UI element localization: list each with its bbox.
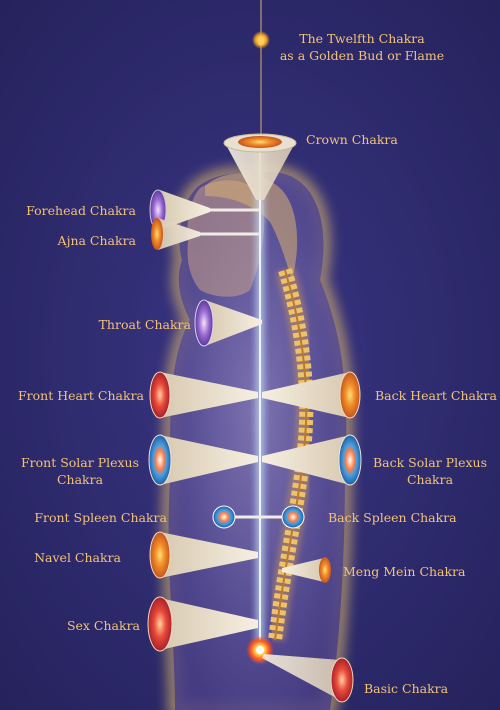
sex-chakra-label: Sex Chakra xyxy=(66,618,140,633)
front-heart-chakra-label: Front Heart Chakra xyxy=(17,388,144,403)
back-solar-plexus-label-line1: Back Solar Plexus xyxy=(373,455,487,470)
front-spleen-chakra-label: Front Spleen Chakra xyxy=(34,510,167,525)
meng-mein-chakra-label: Meng Mein Chakra xyxy=(343,564,466,579)
crown-chakra-icon xyxy=(223,133,297,200)
throat-chakra-icon xyxy=(194,299,262,347)
back-solar-plexus-label-line2: Chakra xyxy=(406,472,454,487)
back-spleen-chakra-label: Back Spleen Chakra xyxy=(328,510,457,525)
hair xyxy=(205,173,298,280)
twelfth-chakra-label-line1: The Twelfth Chakra xyxy=(299,31,425,46)
front-solar-plexus-label-line2: Chakra xyxy=(56,472,104,487)
crown-chakra-label: Crown Chakra xyxy=(306,132,398,147)
twelfth-chakra-label-line2: as a Golden Bud or Flame xyxy=(279,48,445,63)
front-solar-plexus-chakra-icon xyxy=(148,434,258,486)
back-solar-plexus-chakra-label: Back Solar Plexus Chakra xyxy=(362,454,498,488)
front-spleen-chakra-icon xyxy=(212,505,260,529)
golden-bud xyxy=(258,36,264,46)
navel-chakra-label: Navel Chakra xyxy=(34,550,121,565)
basic-chakra-icon xyxy=(246,636,354,703)
back-solar-plexus-chakra-icon xyxy=(262,434,362,486)
back-heart-chakra-icon xyxy=(262,371,361,419)
front-solar-plexus-chakra-label: Front Solar Plexus Chakra xyxy=(10,454,150,488)
twelfth-chakra-label: The Twelfth Chakra as a Golden Bud or Fl… xyxy=(262,30,462,64)
spine xyxy=(265,267,317,642)
navel-chakra-icon xyxy=(149,531,258,579)
ajna-chakra-label: Ajna Chakra xyxy=(57,233,136,248)
basic-chakra-label: Basic Chakra xyxy=(364,681,449,696)
sex-chakra-icon xyxy=(147,596,258,652)
throat-chakra-label: Throat Chakra xyxy=(98,317,191,332)
meng-mein-chakra-icon xyxy=(282,557,331,583)
back-heart-chakra-label: Back Heart Chakra xyxy=(375,388,497,403)
front-heart-chakra-icon xyxy=(149,371,258,419)
front-solar-plexus-label-line1: Front Solar Plexus xyxy=(20,455,140,470)
ajna-chakra-icon xyxy=(151,218,260,250)
forehead-chakra-label: Forehead Chakra xyxy=(26,203,136,218)
back-spleen-chakra-icon xyxy=(260,505,305,529)
